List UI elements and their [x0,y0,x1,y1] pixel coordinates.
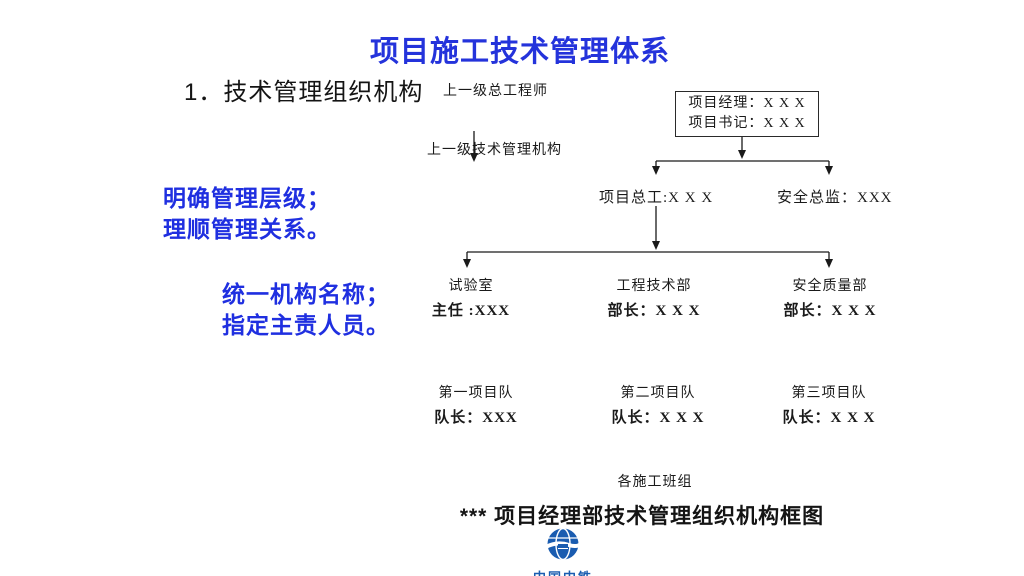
arrowheads [463,150,833,268]
project-manager-label: 项目经理：X X X [688,96,806,111]
dept-leader: 部长：X X X [783,303,877,319]
team-name: 第三项目队 [791,386,867,401]
section-heading: 1．技术管理组织机构 [184,79,424,106]
node-upper-tech-org: 上一级技术管理机构 [427,143,562,158]
node-team-3: 第三项目队 队长：X X X [744,382,914,427]
note-org-names: 统一机构名称； 指定主责人员。 [222,279,390,341]
china-railway-globe-icon [545,527,582,561]
footer-logo: 中国中铁 [528,527,598,576]
node-dept-laboratory: 试验室 主任 :XXX [386,275,556,320]
node-team-2: 第二项目队 队长：X X X [573,382,743,427]
note-line: 指定主责人员。 [222,312,390,338]
node-safety-director: 安全总监：XXX [777,190,893,206]
note-line: 理顺管理关系。 [163,216,331,242]
node-construction-crews: 各施工班组 [617,475,693,490]
note-management-levels: 明确管理层级； 理顺管理关系。 [163,183,331,245]
dept-leader: 部长：X X X [607,303,701,319]
dept-name: 安全质量部 [792,279,868,294]
team-leader: 队长：X X X [611,410,705,426]
team-name: 第一项目队 [438,386,514,401]
dept-leader: 主任 :XXX [431,303,511,319]
team-leader: 队长：XXX [434,410,518,426]
footer-logo-text: 中国中铁 [528,567,598,576]
team-leader: 队长：X X X [782,410,876,426]
diagram-caption: *** 项目经理部技术管理组织机构框图 [459,505,825,528]
slide-title: 项目施工技术管理体系 [369,36,671,68]
node-upper-chief-engineer: 上一级总工程师 [443,84,548,99]
note-line: 明确管理层级； [163,185,331,211]
node-dept-safety-quality: 安全质量部 部长：X X X [745,275,915,320]
node-chief-engineer: 项目总工:X X X [599,190,714,206]
dept-name: 工程技术部 [616,279,692,294]
node-dept-engineering: 工程技术部 部长：X X X [569,275,739,320]
node-team-1: 第一项目队 队长：XXX [391,382,561,427]
project-secretary-label: 项目书记：X X X [688,116,806,131]
node-project-manager-box: 项目经理：X X X 项目书记：X X X [675,91,819,137]
team-name: 第二项目队 [620,386,696,401]
dept-name: 试验室 [448,279,494,294]
note-line: 统一机构名称； [222,281,390,307]
